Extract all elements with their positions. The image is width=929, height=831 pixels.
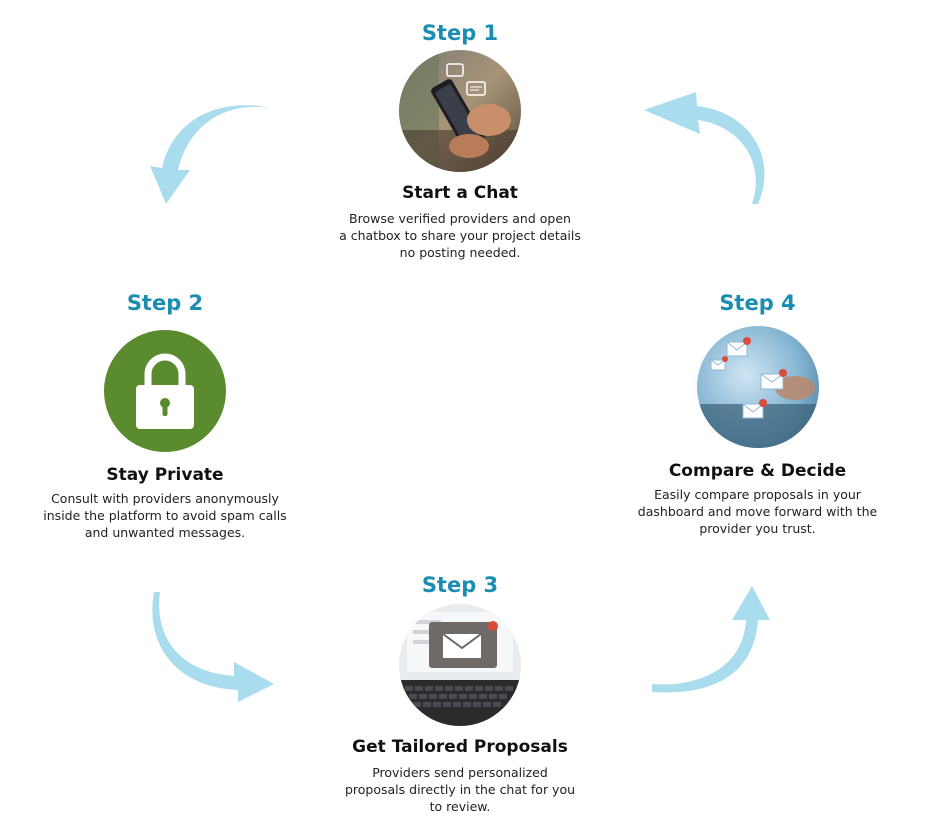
step-title: Start a Chat xyxy=(402,183,518,203)
step-label: Step 4 xyxy=(719,291,796,315)
arrow-step1-to-step2 xyxy=(140,100,280,210)
step-4: Step 4 xyxy=(610,290,905,537)
step-title: Get Tailored Proposals xyxy=(352,737,568,757)
step-title: Compare & Decide xyxy=(668,461,847,481)
step-3: Step 3 Get Tailored Proposals Providers … xyxy=(310,572,610,815)
step-description: Consult with providers anonymously insid… xyxy=(43,491,287,540)
step-label: Step 1 xyxy=(421,21,499,45)
step-label: Step 2 xyxy=(126,291,204,315)
laptop-mail-icon xyxy=(399,604,521,726)
arrow-step3-to-step4 xyxy=(648,584,778,699)
step-1: Step 1 Start a Chat xyxy=(310,20,610,261)
lock-icon xyxy=(104,330,226,452)
arrow-step4-to-step1 xyxy=(640,92,770,207)
step-2: Step 2 Stay Private Consult with provide… xyxy=(20,290,310,541)
email-notification-icon xyxy=(696,326,819,448)
step-description: Providers send personalized proposals di… xyxy=(344,765,576,814)
arrow-step2-to-step3 xyxy=(150,588,280,703)
step-description: Easily compare proposals in your dashboa… xyxy=(637,487,878,536)
step-title: Stay Private xyxy=(106,465,224,485)
step-description: Browse verified providers and open a cha… xyxy=(339,211,581,260)
step-label: Step 3 xyxy=(421,573,499,597)
phone-chat-icon xyxy=(399,50,521,172)
